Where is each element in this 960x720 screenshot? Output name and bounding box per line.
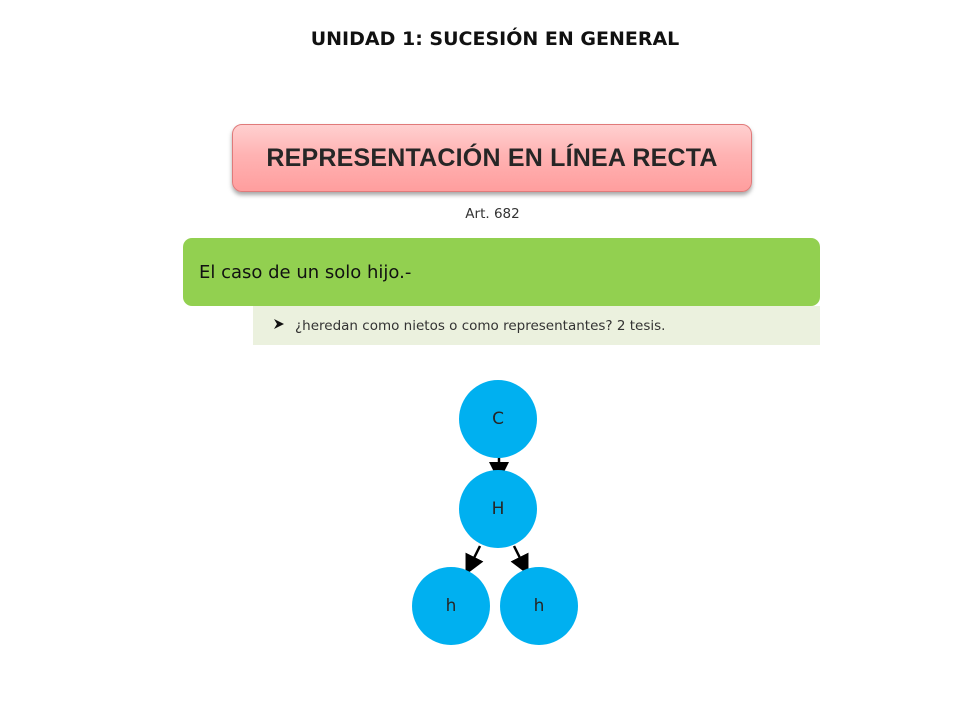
node-grandchild-right: h (500, 567, 578, 645)
question-box: ¿heredan como nietos o como representant… (253, 306, 820, 345)
page-title: UNIDAD 1: SUCESIÓN EN GENERAL (310, 28, 680, 50)
banner-text: REPRESENTACIÓN EN LÍNEA RECTA (266, 143, 718, 172)
case-box: El caso de un solo hijo.- (183, 238, 820, 306)
arrow-h-to-h-right (510, 545, 529, 575)
node-grandchild-left: h (412, 567, 490, 645)
node-child: H (459, 470, 537, 548)
node-child-label: H (491, 499, 505, 519)
article-reference: Art. 682 (465, 206, 520, 222)
node-grandchild-left-label: h (445, 596, 457, 616)
question-text: ¿heredan como nietos o como representant… (295, 317, 666, 334)
node-root: C (459, 380, 537, 458)
case-text: El caso de un solo hijo.- (199, 261, 412, 283)
arrow-bullet-icon-svg (274, 319, 284, 329)
arrow-h-to-h-left (465, 545, 484, 575)
section-banner: REPRESENTACIÓN EN LÍNEA RECTA (232, 124, 752, 192)
node-root-label: C (492, 409, 504, 429)
node-grandchild-right-label: h (533, 596, 545, 616)
arrow-bullet-icon (273, 318, 285, 333)
